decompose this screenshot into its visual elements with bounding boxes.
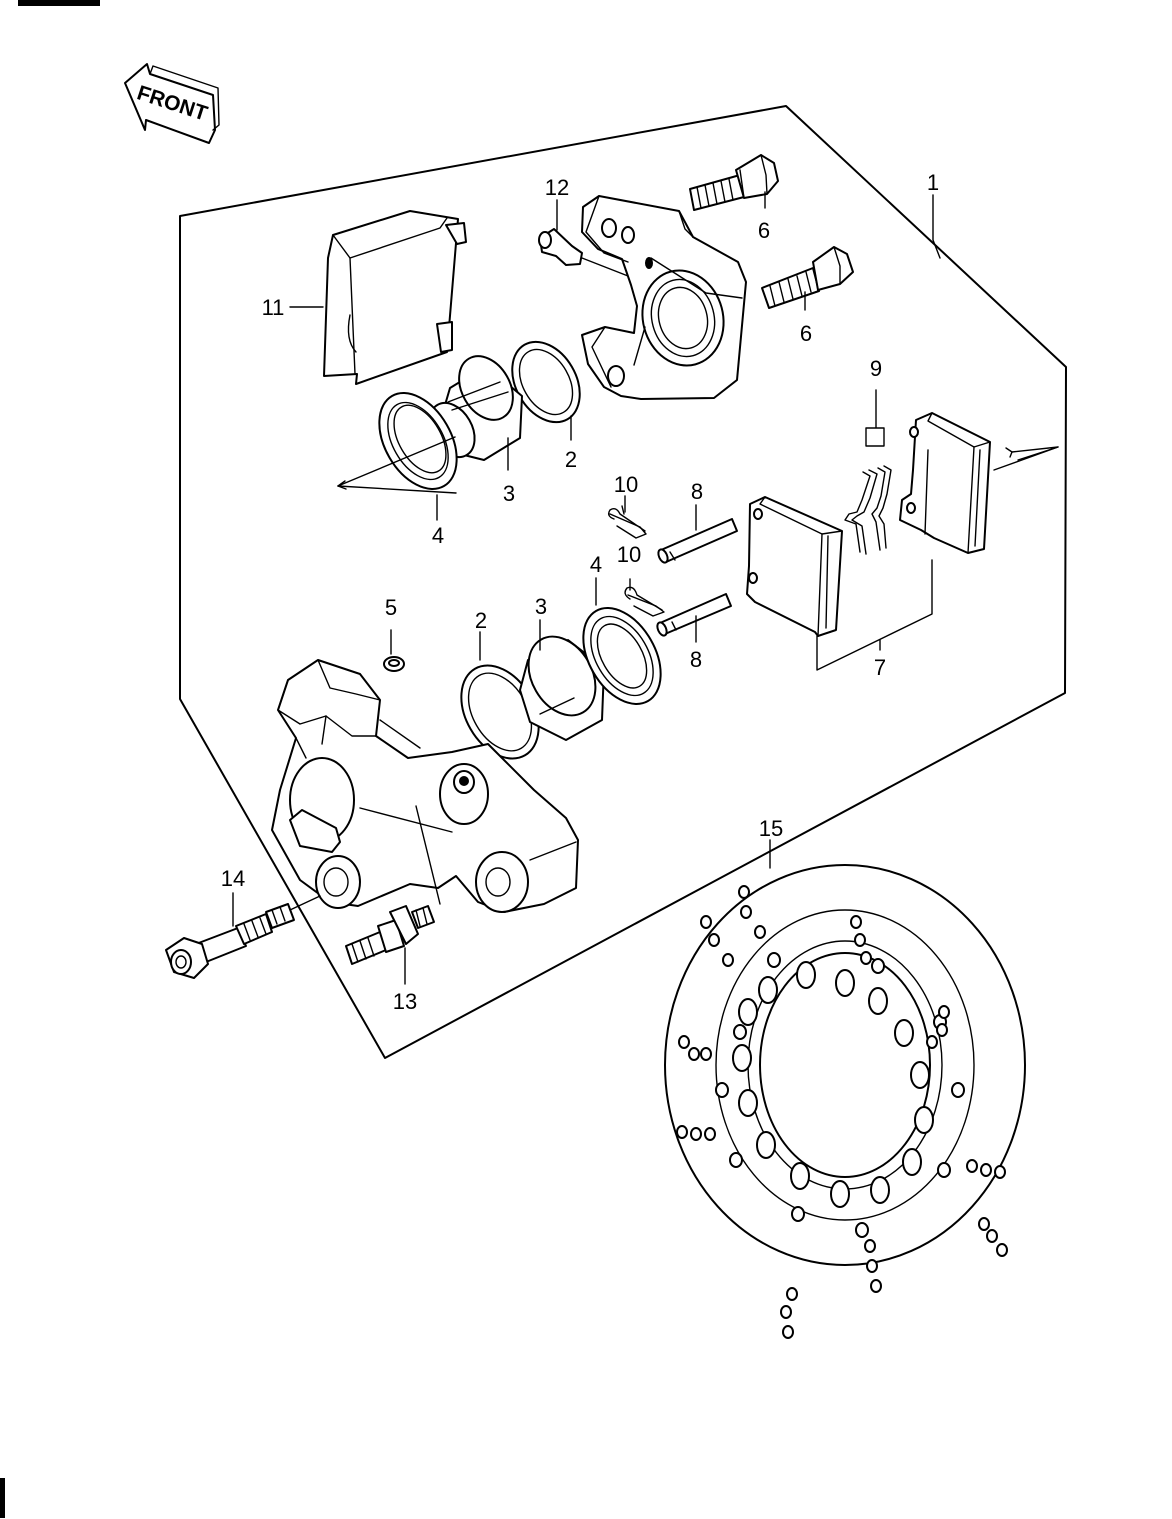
callout-leaders — [289, 194, 941, 513]
pad-pin-lower — [656, 593, 732, 643]
callout-labels: 1 12 6 6 11 9 2 3 4 10 8 10 4 3 2 5 8 7 … — [221, 170, 939, 1014]
disc-inner-holes — [715, 952, 965, 1238]
outer-caliper-half — [581, 195, 747, 400]
caliper-mounting-bolt — [165, 892, 321, 979]
callout-15: 15 — [759, 816, 783, 841]
callout-8-upper: 8 — [691, 479, 703, 504]
callout-3-upper: 3 — [503, 481, 515, 506]
dust-boot-upper — [378, 392, 458, 521]
caliper-bolt-upper — [689, 154, 779, 211]
pad-pin-clip-upper — [607, 505, 647, 539]
caliper-bolt-lower — [761, 246, 854, 311]
anti-rattle-spring — [844, 389, 892, 555]
callout-4-lower: 4 — [590, 552, 602, 577]
scan-edge-mark — [18, 0, 100, 6]
bleed-valve — [538, 228, 629, 277]
washer — [383, 629, 405, 672]
callout-10-upper: 10 — [614, 472, 638, 497]
callout-5: 5 — [385, 595, 397, 620]
pad-pin-upper — [657, 504, 738, 564]
callout-12: 12 — [545, 175, 569, 200]
brake-pad-outer — [899, 412, 991, 554]
scan-edge-mark-bottom — [0, 1478, 5, 1518]
callout-2-lower: 2 — [475, 608, 487, 633]
callout-4-upper: 4 — [432, 523, 444, 548]
callout-6-lower: 6 — [800, 321, 812, 346]
callout-13: 13 — [393, 989, 417, 1014]
callout-3-lower: 3 — [535, 594, 547, 619]
piston-lower — [519, 619, 605, 741]
piston-upper — [428, 355, 523, 471]
alignment-arrow-right — [993, 446, 1059, 471]
caliper-shaft — [345, 905, 435, 985]
pad-spring-plate — [323, 210, 467, 385]
callout-7: 7 — [874, 655, 886, 680]
callout-1: 1 — [927, 170, 939, 195]
callout-6-upper: 6 — [758, 218, 770, 243]
callout-9: 9 — [870, 356, 882, 381]
disc-outer-holes — [676, 885, 1008, 1339]
brake-disc — [664, 839, 1026, 1339]
pad-pin-clip-lower — [624, 578, 665, 617]
caliper-assembly-outline — [179, 105, 1067, 1059]
brake-pad-inner — [746, 496, 843, 637]
alignment-arrow-left — [337, 436, 457, 494]
callout-11: 11 — [262, 295, 285, 320]
inner-caliper-half — [271, 659, 579, 913]
callout-8-lower: 8 — [690, 647, 702, 672]
front-arrow-icon: FRONT — [124, 63, 220, 144]
callout-10-lower: 10 — [617, 542, 641, 567]
callout-2-upper: 2 — [565, 447, 577, 472]
callout-14: 14 — [221, 866, 245, 891]
dust-boot-lower — [582, 577, 662, 705]
pad-leader-7 — [816, 559, 933, 671]
